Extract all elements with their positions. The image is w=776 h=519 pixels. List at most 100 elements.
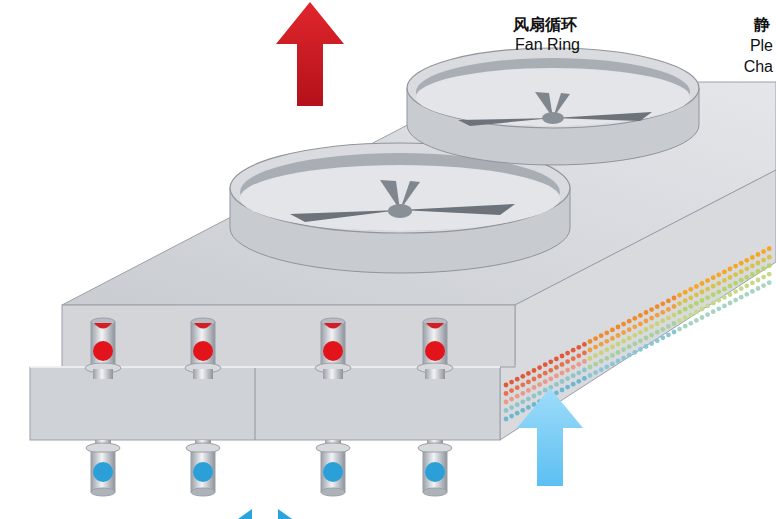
coil-tube xyxy=(610,362,615,367)
coil-tube xyxy=(716,289,721,294)
coil-tube xyxy=(632,316,637,321)
coil-tube xyxy=(733,298,738,303)
coil-tube xyxy=(677,301,682,306)
hot-outlet-pipe xyxy=(191,322,215,366)
coil-tube xyxy=(610,328,615,333)
coil-tube xyxy=(509,380,514,385)
coil-tube xyxy=(761,258,766,263)
coil-tube xyxy=(711,284,716,289)
coil-tube xyxy=(520,374,525,379)
coil-tube xyxy=(554,374,559,379)
coil-tube xyxy=(509,405,514,410)
coil-tube xyxy=(582,376,587,381)
pipe-neck xyxy=(93,369,113,379)
coil-tube xyxy=(576,370,581,375)
coil-tube xyxy=(543,379,548,384)
coil-tube xyxy=(610,353,615,358)
fan-ring xyxy=(407,48,699,165)
coil-tube xyxy=(767,255,772,260)
coil-tube xyxy=(509,397,514,402)
coil-tube xyxy=(767,272,772,277)
coil-tube xyxy=(688,304,693,309)
coil-tube xyxy=(683,307,688,312)
coil-tube xyxy=(520,382,525,387)
coil-tube xyxy=(593,370,598,375)
coil-tube xyxy=(694,318,699,323)
coil-tube xyxy=(722,278,727,283)
coil-tube xyxy=(520,408,525,413)
coil-tube xyxy=(700,307,705,312)
coil-tube xyxy=(649,307,654,312)
coil-tube xyxy=(604,347,609,352)
coil-tube xyxy=(571,373,576,378)
coil-tube xyxy=(728,284,733,289)
coil-tube xyxy=(604,330,609,335)
coil-tube xyxy=(565,385,570,390)
fan-ring-label-cn: 风扇循环 xyxy=(513,16,577,34)
coil-tube xyxy=(571,356,576,361)
coil-tube xyxy=(705,278,710,283)
water-arrow xyxy=(238,509,252,519)
coil-tube xyxy=(660,335,665,340)
coil-tube xyxy=(744,266,749,271)
coil-tube xyxy=(683,290,688,295)
coil-tube xyxy=(728,292,733,297)
coil-tube xyxy=(711,309,716,314)
coil-tube xyxy=(756,278,761,283)
coil-tube xyxy=(644,327,649,332)
coil-tube xyxy=(744,258,749,263)
coil-tube xyxy=(672,321,677,326)
coil-tube xyxy=(560,354,565,359)
coil-tube xyxy=(728,301,733,306)
pipe-neck xyxy=(323,369,343,379)
coil-tube xyxy=(761,275,766,280)
coil-tube xyxy=(599,350,604,355)
coil-tube xyxy=(705,312,710,317)
coil-tube xyxy=(756,286,761,291)
coil-tube xyxy=(627,353,632,358)
coil-tube xyxy=(644,336,649,341)
coil-tube xyxy=(515,385,520,390)
header-split xyxy=(254,367,255,440)
coil-tube xyxy=(756,269,761,274)
coil-tube xyxy=(599,367,604,372)
coil-tube xyxy=(716,306,721,311)
coil-tube xyxy=(688,312,693,317)
coil-tube xyxy=(767,263,772,268)
coil-tube xyxy=(700,315,705,320)
coil-tube xyxy=(504,400,509,405)
coil-tube xyxy=(526,380,531,385)
coil-tube xyxy=(688,321,693,326)
coil-tube xyxy=(560,379,565,384)
coil-tube xyxy=(716,272,721,277)
coil-tube xyxy=(722,270,727,275)
coil-tube xyxy=(616,333,621,338)
pipe-neck xyxy=(425,369,445,379)
coil-tube xyxy=(543,371,548,376)
coil-tube xyxy=(756,252,761,257)
coil-tube xyxy=(599,359,604,364)
cold-water-dot xyxy=(323,462,343,482)
coil-tube xyxy=(504,417,509,422)
coil-tube xyxy=(649,316,654,321)
coil-tube xyxy=(700,281,705,286)
coil-tube xyxy=(565,376,570,381)
cold-water-dot xyxy=(425,462,445,482)
coil-tube xyxy=(537,374,542,379)
coil-tube xyxy=(621,330,626,335)
coil-tube xyxy=(649,341,654,346)
coil-tube xyxy=(548,368,553,373)
coil-tube xyxy=(621,322,626,327)
coil-tube xyxy=(672,330,677,335)
coil-tube xyxy=(627,327,632,332)
coil-tube xyxy=(593,336,598,341)
coil-tube xyxy=(632,341,637,346)
hot-outlet-pipe xyxy=(423,322,447,366)
coil-tube xyxy=(588,339,593,344)
coil-tube xyxy=(744,283,749,288)
coil-tube xyxy=(694,293,699,298)
coil-tube xyxy=(548,376,553,381)
coil-tube xyxy=(716,298,721,303)
coil-tube xyxy=(565,359,570,364)
coil-tube xyxy=(610,336,615,341)
